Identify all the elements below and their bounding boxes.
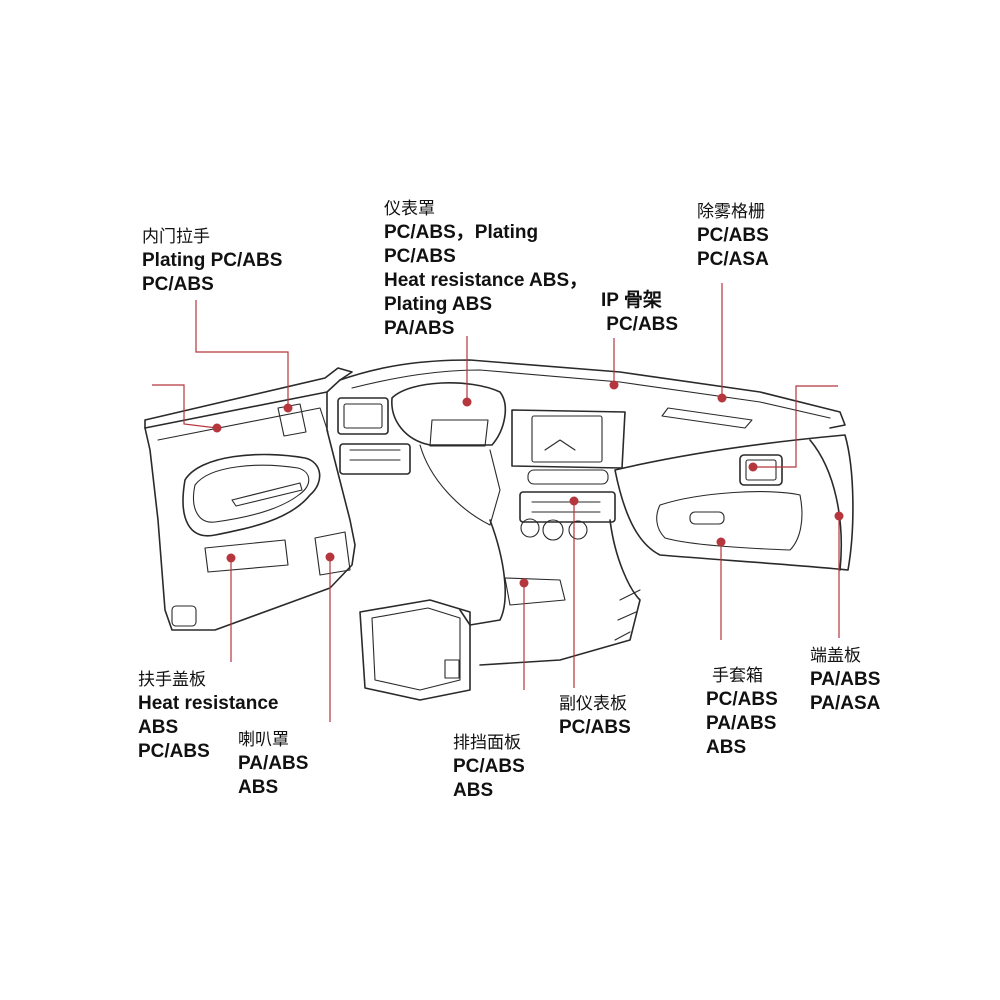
- callout-material: PC/ABS: [559, 717, 631, 738]
- anchor-dot-ip-frame: [609, 380, 619, 390]
- callout-material: Heat resistance ABS，: [384, 270, 589, 291]
- callout-material: ABS: [138, 717, 179, 738]
- callout-material: PC/ABS: [138, 741, 210, 762]
- callout-material: Plating PC/ABS: [142, 250, 283, 271]
- callout-title: 喇叭罩: [238, 730, 289, 750]
- callout-title: 排挡面板: [453, 733, 521, 753]
- callout-title: IP 骨架: [601, 290, 662, 311]
- callout-defrost-grille: 除雾格栅 PC/ABS PC/ASA: [697, 200, 769, 272]
- callout-title: 端盖板: [810, 646, 861, 666]
- leader-lines: [152, 283, 844, 722]
- anchor-dot-shift-panel: [519, 578, 529, 588]
- callout-material: ABS: [453, 780, 494, 801]
- callout-inner-door-handle: 内门拉手 Plating PC/ABS PC/ABS: [142, 225, 282, 297]
- callout-armrest-cover: 扶手盖板 Heat resistance ABS PC/ABS: [138, 668, 278, 764]
- callout-material: ABS: [706, 737, 747, 758]
- anchor-dot-end-cap: [834, 511, 844, 521]
- callout-title: 内门拉手: [142, 227, 210, 247]
- callout-speaker-grille: 喇叭罩 PA/ABS ABS: [238, 728, 308, 800]
- callout-material: PA/ABS: [706, 713, 777, 734]
- callout-material: PC/ABS，Plating: [384, 222, 539, 243]
- callout-glove-box: 手套箱 PC/ABS PA/ABS ABS: [706, 664, 778, 760]
- callout-title: 副仪表板: [559, 694, 627, 714]
- callout-title: 扶手盖板: [138, 670, 206, 690]
- callout-material: Heat resistance: [138, 693, 279, 714]
- callout-title: 除雾格栅: [697, 202, 765, 222]
- callout-material: PA/ASA: [810, 693, 881, 714]
- callout-title: 仪表罩: [384, 199, 435, 219]
- callout-material: ABS: [238, 777, 279, 798]
- callout-material: PA/ABS: [384, 318, 455, 339]
- anchor-dot-glove-box: [716, 537, 726, 547]
- callout-end-cap: 端盖板 PA/ABS PA/ASA: [810, 644, 880, 716]
- leader-line-door-trim: [152, 384, 218, 429]
- anchor-dot-speaker-grille: [325, 552, 335, 562]
- anchor-dot-door-trim: [212, 423, 222, 433]
- callout-material: PC/ASA: [697, 249, 769, 270]
- anchor-dot-instrument-cover: [462, 397, 472, 407]
- callout-material: Plating ABS: [384, 294, 493, 315]
- callout-instrument-cover: 仪表罩 PC/ABS，Plating PC/ABS Heat resistanc…: [384, 197, 588, 341]
- anchor-dot-right-vent: [748, 462, 758, 472]
- anchor-dot-inner-door-handle: [283, 403, 293, 413]
- callout-ip-frame: IP 骨架 PC/ABS: [601, 289, 678, 337]
- door-panel-outline: [144, 367, 356, 631]
- dashboard-outline: [337, 359, 854, 701]
- leader-line-inner-door-handle: [195, 300, 289, 408]
- callout-center-console-panel: 副仪表板 PC/ABS: [559, 692, 631, 740]
- anchor-dot-defrost-grille: [717, 393, 727, 403]
- callout-material: PC/ABS: [706, 689, 778, 710]
- callout-shift-panel: 排挡面板 PC/ABS ABS: [453, 731, 525, 803]
- callout-title: 手套箱: [712, 666, 763, 686]
- anchor-dot-armrest-cover: [226, 553, 236, 563]
- leader-line-right-vent: [753, 385, 838, 468]
- callout-material: PA/ABS: [238, 753, 309, 774]
- callout-material: PC/ABS: [601, 314, 679, 335]
- callout-material: PA/ABS: [810, 669, 881, 690]
- anchor-dot-center-console-panel: [569, 496, 579, 506]
- callout-material: PC/ABS: [384, 246, 456, 267]
- callout-material: PC/ABS: [453, 756, 525, 777]
- callout-material: PC/ABS: [142, 274, 214, 295]
- callout-material: PC/ABS: [697, 225, 769, 246]
